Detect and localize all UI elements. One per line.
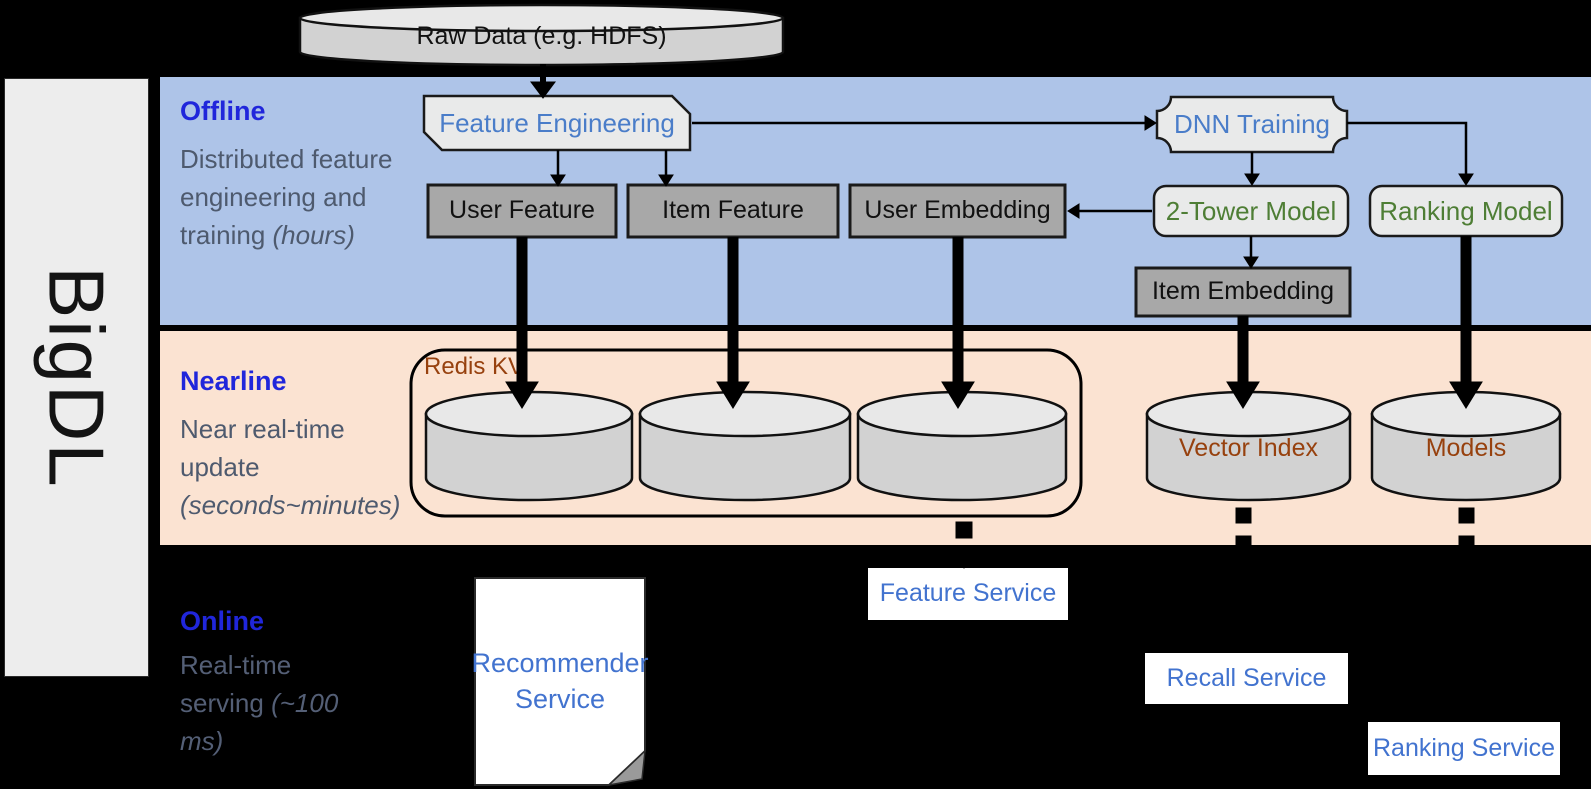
redis-cylinder-1 — [424, 390, 634, 502]
ranking-service-card — [1368, 722, 1560, 789]
user-feature-label: User Feature — [449, 196, 595, 225]
dash-redis-to-feature-service — [955, 521, 973, 539]
nearline-subtitle-text: Near real-time update — [180, 414, 345, 482]
arrowhead — [1243, 256, 1259, 269]
user-feature-shape — [426, 183, 618, 239]
arrowhead — [530, 81, 556, 99]
dnn-training-label: DNN Training — [1173, 109, 1331, 140]
offline-title: Offline — [180, 96, 266, 126]
arrowhead — [1067, 203, 1080, 219]
document-fold — [606, 749, 646, 787]
dash-vector-index-1 — [1235, 507, 1252, 524]
dash-vector-index-2 — [1235, 535, 1252, 554]
arrowhead — [550, 174, 566, 187]
arrowhead — [1458, 173, 1474, 186]
recommender-service-label: Recommender Service — [471, 647, 649, 714]
bigdl-sidebar: BigDL — [4, 78, 149, 677]
online-subtitle-note: (~100 ms) — [180, 688, 339, 756]
user-embedding-label: User Embedding — [864, 196, 1051, 225]
redis-cylinder-3 — [856, 390, 1068, 502]
ranking-model-label: Ranking Model — [1379, 195, 1553, 226]
redis-kv-label: Redis KV — [424, 352, 525, 380]
item-embedding-label: Item Embedding — [1151, 277, 1335, 306]
item-feature-shape — [626, 183, 840, 239]
recommender-service-document — [474, 577, 646, 787]
models-label: Models — [1425, 434, 1507, 463]
online-subtitle: Real-time serving (~100 ms) — [180, 646, 340, 760]
two-tower-model-label: 2-Tower Model — [1165, 195, 1337, 226]
arrowhead — [1449, 381, 1483, 409]
online-title: Online — [180, 606, 265, 636]
recall-service-card — [1145, 653, 1348, 719]
item-embedding-shape — [1134, 266, 1352, 318]
arrow-dnn-to-ranking-model — [1347, 121, 1468, 176]
arrowhead — [658, 174, 674, 187]
recall-service-label: Recall Service — [1166, 663, 1327, 692]
card-fold — [1543, 775, 1560, 789]
raw-data-label: Raw Data (e.g. HDFS) — [416, 22, 667, 51]
offline-subtitle: Distributed feature engineering and trai… — [180, 140, 415, 254]
nearline-subtitle-note: (seconds~minutes) — [180, 490, 401, 520]
arrowhead — [505, 381, 539, 409]
nearline-subtitle: Near real-time update (seconds~minutes) — [180, 410, 430, 524]
dnn-training-shape — [1155, 95, 1349, 154]
nearline-title: Nearline — [180, 366, 287, 396]
redis-kv-container — [409, 348, 1083, 518]
arrowhead — [716, 381, 750, 409]
online-subtitle-text: Real-time serving — [180, 650, 292, 718]
feature-service-card — [868, 568, 1068, 635]
arrowhead — [941, 381, 975, 409]
dash-models-2 — [1458, 535, 1475, 554]
arrowhead — [1244, 173, 1260, 186]
offline-subtitle-note: (hours) — [272, 220, 355, 250]
feature-service-label: Feature Service — [879, 579, 1057, 608]
vector-index-label: Vector Index — [1179, 434, 1318, 463]
redis-cylinder-2 — [638, 390, 852, 502]
models-cylinder — [1370, 390, 1562, 502]
feature-engineering-shape — [422, 94, 692, 152]
arrowhead — [1144, 115, 1157, 131]
item-feature-label: Item Feature — [662, 196, 804, 225]
feature-engineering-label: Feature Engineering — [439, 107, 675, 138]
dash-models-1 — [1458, 507, 1475, 524]
offline-subtitle-text: Distributed feature engineering and trai… — [180, 144, 393, 250]
arrowhead — [1226, 381, 1260, 409]
user-embedding-shape — [848, 183, 1067, 239]
card-fold — [1331, 704, 1348, 719]
card-fold — [1051, 620, 1068, 635]
raw-data-cylinder — [298, 3, 785, 67]
arrowhead — [942, 545, 986, 569]
ranking-service-label: Ranking Service — [1372, 733, 1556, 762]
